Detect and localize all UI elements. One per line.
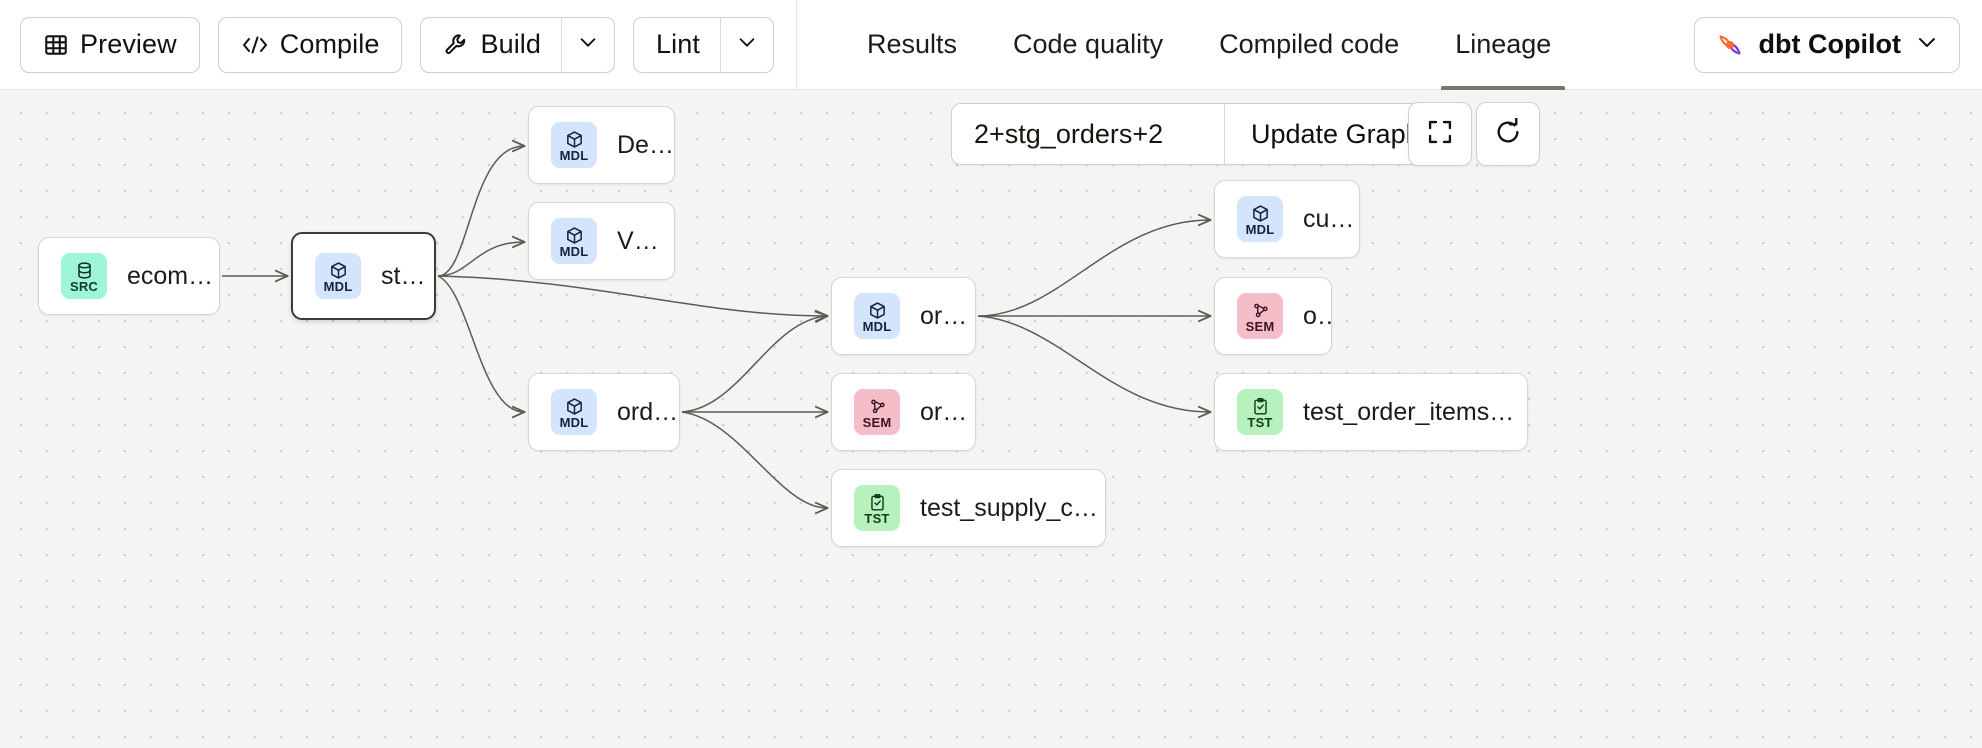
lineage-node-ecom-raw-orders[interactable]: SRC ecom.raw_orders: [38, 237, 220, 315]
node-type-label: MDL: [559, 414, 589, 430]
lint-button[interactable]: Lint: [634, 17, 721, 72]
tab-compiled-code[interactable]: Compiled code: [1191, 0, 1427, 90]
preview-button-label: Preview: [80, 29, 177, 59]
dbt-copilot-button[interactable]: dbt Copilot: [1693, 16, 1960, 73]
lineage-node-label: test_supply_costs_sum_correctly: [920, 493, 1105, 522]
lineage-node-test-order-items[interactable]: TST test_order_items_compute_to_bools_c…: [1214, 373, 1528, 451]
node-type-label: SRC: [69, 278, 99, 294]
table-icon: [43, 34, 69, 55]
node-type-badge-tst: TST: [854, 485, 900, 531]
refresh-button[interactable]: [1476, 102, 1540, 166]
lineage-node-label: orders: [1303, 301, 1331, 330]
copilot-container: dbt Copilot: [1693, 16, 1982, 73]
compile-button-label: Compile: [279, 29, 380, 59]
lineage-node-label: ecom.raw_orders: [127, 261, 219, 290]
node-type-badge-mdl: MDL: [1237, 196, 1283, 242]
lineage-node-orders-semantic[interactable]: SEM orders: [1214, 277, 1332, 355]
lint-button-label: Lint: [656, 29, 700, 59]
node-type-badge-src: SRC: [61, 253, 107, 299]
lineage-node-label: order_item: [920, 397, 975, 426]
dbt-copilot-icon: [1715, 34, 1745, 55]
clipboard-check-icon: [868, 493, 887, 513]
cube-icon: [565, 226, 584, 246]
lineage-canvas[interactable]: SRC ecom.raw_orders MDL stg_orders MDL: [0, 90, 1982, 748]
node-type-label: MDL: [559, 147, 589, 163]
code-brackets-icon: [241, 35, 269, 55]
clipboard-check-icon: [1251, 397, 1270, 417]
node-selector-input[interactable]: [952, 104, 1224, 164]
node-type-badge-sem: SEM: [1237, 293, 1283, 339]
compile-button[interactable]: Compile: [217, 16, 403, 73]
chevron-down-icon: [577, 31, 599, 58]
node-type-label: MDL: [559, 243, 589, 259]
lineage-edges: [222, 90, 1982, 748]
node-type-label: TST: [864, 510, 890, 526]
fullscreen-icon: [1426, 118, 1454, 151]
lineage-node-test-supply-costs[interactable]: TST test_supply_costs_sum_correctly: [831, 469, 1106, 547]
node-type-badge-mdl: MDL: [551, 218, 597, 264]
lint-dropdown-toggle[interactable]: [721, 18, 773, 72]
build-button-label: Build: [480, 29, 542, 59]
preview-button[interactable]: Preview: [20, 16, 200, 73]
build-split-button: Build: [420, 16, 616, 73]
cube-icon: [565, 397, 584, 417]
node-type-label: MDL: [323, 278, 353, 294]
lineage-node-orders-model[interactable]: MDL orders: [831, 277, 976, 355]
cube-icon: [565, 130, 584, 150]
node-type-badge-mdl: MDL: [854, 293, 900, 339]
action-button-group: Preview Compile Build: [0, 16, 774, 73]
node-type-badge-mdl: MDL: [551, 389, 597, 435]
node-type-badge-sem: SEM: [854, 389, 900, 435]
node-type-badge-tst: TST: [1237, 389, 1283, 435]
build-dropdown-toggle[interactable]: [562, 18, 614, 72]
graph-selector-bar: Update Graph: [951, 103, 1448, 165]
lineage-node-label: Demo: [617, 130, 674, 159]
lineage-node-stg-orders[interactable]: MDL stg_orders: [291, 232, 436, 320]
node-type-badge-mdl: MDL: [551, 122, 597, 168]
tab-lineage[interactable]: Lineage: [1427, 0, 1579, 90]
wrench-icon: [443, 33, 469, 55]
chevron-down-icon: [736, 31, 758, 58]
cube-icon: [1251, 204, 1270, 224]
node-type-label: MDL: [862, 318, 892, 334]
cube-icon: [329, 261, 348, 281]
tab-results[interactable]: Results: [839, 0, 985, 90]
lineage-node-ve-demo[interactable]: MDL VE_Demo: [528, 202, 675, 280]
lineage-node-label: VE_Demo: [617, 226, 674, 255]
fullscreen-button[interactable]: [1408, 102, 1472, 166]
top-toolbar: Preview Compile Build: [0, 0, 1982, 90]
lineage-node-order-items[interactable]: MDL order_items: [528, 373, 680, 451]
database-icon: [75, 261, 94, 281]
node-type-label: SEM: [1245, 318, 1275, 334]
dbt-copilot-label: dbt Copilot: [1758, 29, 1901, 59]
node-type-label: TST: [1247, 414, 1273, 430]
tab-code-quality-label: Code quality: [1013, 29, 1164, 59]
build-button[interactable]: Build: [421, 17, 563, 72]
semantic-icon: [1251, 301, 1270, 321]
lineage-node-label: customers: [1303, 204, 1359, 233]
lineage-node-label: stg_orders: [381, 261, 434, 290]
lineage-node-customers[interactable]: MDL customers: [1214, 180, 1360, 258]
lineage-node-order-item-semantic[interactable]: SEM order_item: [831, 373, 976, 451]
toolbar-divider: [795, 0, 797, 90]
tab-code-quality[interactable]: Code quality: [985, 0, 1191, 90]
tab-compiled-code-label: Compiled code: [1219, 29, 1400, 59]
update-graph-label: Update Graph: [1251, 118, 1421, 149]
panel-tabs: Results Code quality Compiled code Linea…: [797, 0, 1579, 90]
lineage-node-label: order_items: [617, 397, 679, 426]
lint-split-button: Lint: [633, 16, 774, 73]
cube-icon: [868, 301, 887, 321]
node-type-label: SEM: [862, 414, 892, 430]
node-type-label: MDL: [1245, 221, 1275, 237]
chevron-down-icon: [1915, 30, 1939, 59]
lineage-node-label: test_order_items_compute_to_bools_c…: [1303, 397, 1527, 426]
node-type-badge-mdl: MDL: [315, 253, 361, 299]
tab-lineage-label: Lineage: [1455, 29, 1552, 59]
refresh-icon: [1494, 116, 1522, 151]
tab-results-label: Results: [866, 29, 957, 59]
lineage-node-label: orders: [920, 301, 975, 330]
semantic-icon: [868, 397, 887, 417]
lineage-node-demo[interactable]: MDL Demo: [528, 106, 675, 184]
